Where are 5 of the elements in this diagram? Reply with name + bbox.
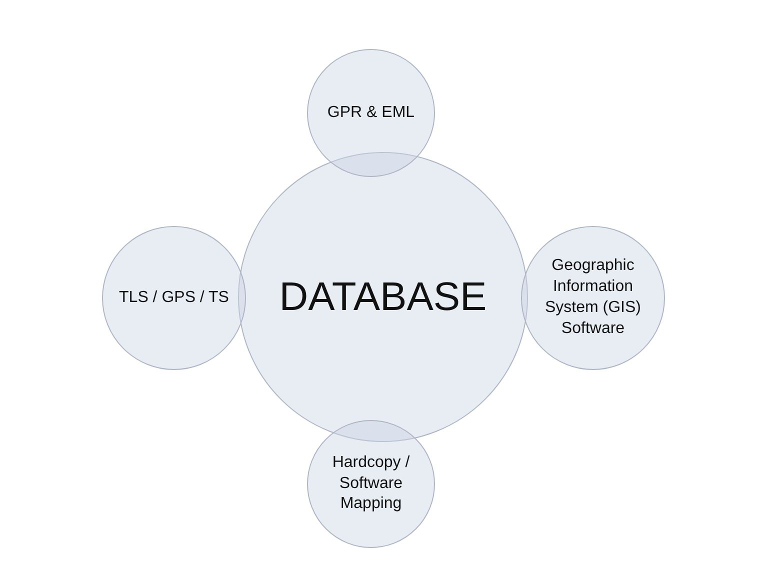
node-label: Hardcopy / Software Mapping: [331, 452, 411, 514]
node-label: GPR & EML: [327, 102, 415, 123]
node-label: Geographic Information System (GIS) Software: [544, 256, 642, 339]
node-label: TLS / GPS / TS: [119, 288, 229, 308]
node-label: DATABASE: [279, 274, 487, 321]
